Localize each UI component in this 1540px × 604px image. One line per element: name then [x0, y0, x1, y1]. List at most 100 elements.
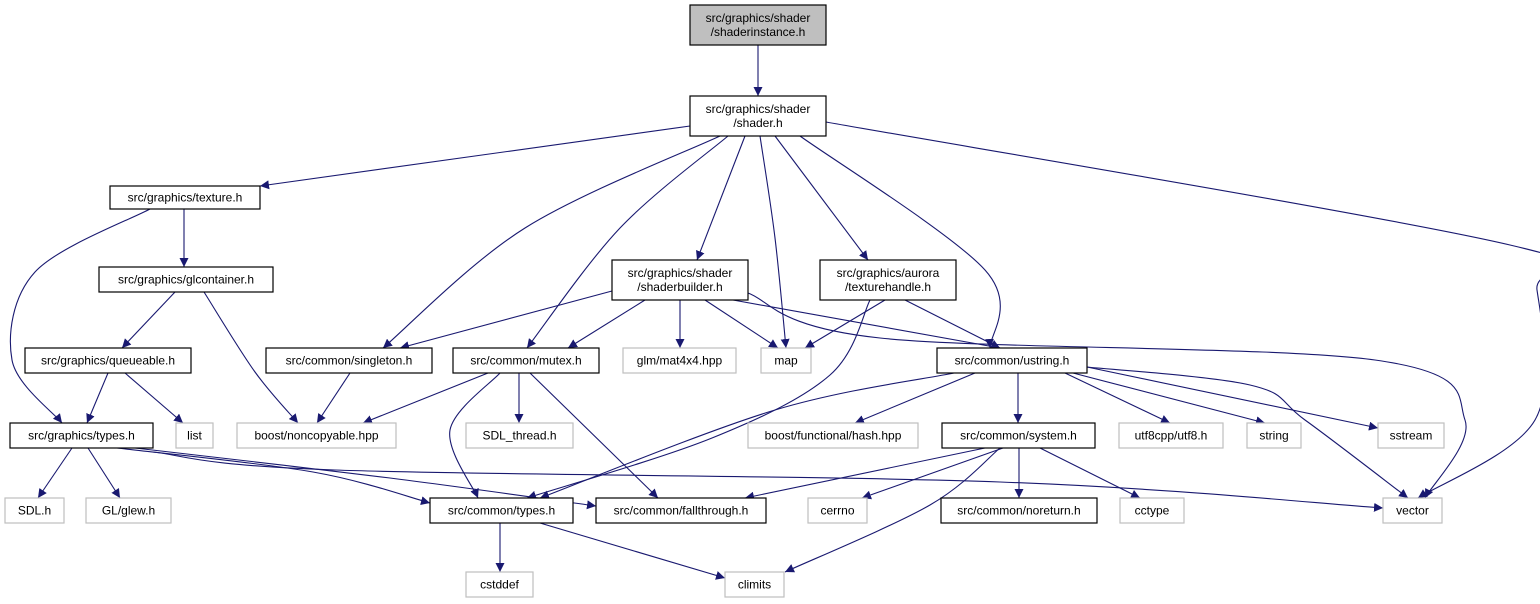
edge-line — [526, 135, 729, 349]
node-label-line: /shaderinstance.h — [711, 25, 806, 39]
edge-line — [799, 135, 1001, 349]
edge-shaderbuilder-to-vector — [747, 292, 1467, 499]
edge-texturehandle-to-map — [804, 299, 886, 349]
node-label-line: /shader.h — [733, 116, 782, 130]
node-sstream: sstream — [1377, 422, 1445, 449]
node-box — [24, 347, 192, 374]
edge-system-to-fallthrough — [744, 447, 986, 501]
node-box — [109, 185, 261, 210]
edge-gtypes-to-vector — [152, 451, 1384, 512]
node-glcontainer[interactable]: src/graphics/glcontainer.h — [98, 266, 274, 293]
node-box — [622, 347, 737, 374]
edge-queueable-to-gtypes — [86, 372, 109, 424]
edge-ustring-to-hash — [854, 372, 976, 424]
node-shaderbuilder[interactable]: src/graphics/shader/shaderbuilder.h — [611, 259, 749, 301]
edge-line — [121, 291, 176, 349]
node-box — [1377, 422, 1445, 449]
node-utf8: utf8cpp/utf8.h — [1118, 422, 1224, 449]
edge-system-to-climits — [784, 447, 1001, 573]
node-ctypes[interactable]: src/common/types.h — [429, 497, 574, 524]
node-label-line: src/graphics/glcontainer.h — [118, 273, 254, 287]
node-box — [611, 259, 749, 301]
edge-line — [1075, 365, 1409, 499]
edge-shaderbuilder-to-map — [704, 299, 779, 349]
node-sdl: SDL.h — [4, 497, 65, 524]
node-cstddef: cstddef — [465, 571, 534, 598]
node-texturehandle[interactable]: src/graphics/aurora/texturehandle.h — [819, 259, 957, 301]
nodes-layer: src/graphics/shader/shaderinstance.h src/… — [4, 4, 1445, 598]
edge-shaderbuilder-to-singleton — [399, 290, 613, 351]
node-noncopyable: boost/noncopyable.hpp — [236, 422, 397, 449]
edge-texturehandle-to-ustring — [904, 299, 1001, 349]
node-cerrno: cerrno — [807, 497, 868, 524]
node-box — [807, 497, 868, 524]
node-label-line: src/common/singleton.h — [286, 354, 413, 368]
node-box — [819, 259, 957, 301]
edge-line — [152, 451, 1384, 512]
node-box — [452, 347, 600, 374]
edge-line — [747, 292, 1467, 499]
node-ustring[interactable]: src/common/ustring.h — [936, 347, 1088, 374]
node-box — [429, 497, 574, 524]
node-box — [1119, 497, 1185, 524]
node-mutex[interactable]: src/common/mutex.h — [452, 347, 600, 374]
edge-line — [124, 372, 184, 424]
node-label-line: cerrno — [820, 504, 854, 518]
edge-mutex-to-ctypes — [449, 372, 501, 499]
node-box — [236, 422, 397, 449]
node-label-line: utf8cpp/utf8.h — [1135, 429, 1208, 443]
edge-shader-to-texturehandle — [774, 135, 869, 261]
edge-line — [704, 299, 779, 349]
node-sdlthread: SDL_thread.h — [465, 422, 574, 449]
edge-shaderbuilder-to-ustring — [732, 299, 1001, 351]
edge-ustring-to-utf8 — [1064, 372, 1171, 424]
node-box — [465, 422, 574, 449]
edge-gtypes-to-ctypes — [116, 447, 431, 506]
edge-shader-to-mutex — [526, 135, 729, 349]
node-queueable[interactable]: src/graphics/queueable.h — [24, 347, 192, 374]
node-label-line: glm/mat4x4.hpp — [637, 354, 723, 368]
node-box — [98, 266, 274, 293]
node-fallthrough[interactable]: src/common/fallthrough.h — [595, 497, 767, 524]
node-climits: climits — [724, 571, 785, 598]
node-box — [9, 422, 154, 449]
edge-line — [259, 125, 691, 190]
edge-glcontainer-to-queueable — [121, 291, 176, 349]
edge-line — [1072, 372, 1266, 426]
edge-shaderbuilder-to-mutex — [567, 299, 646, 349]
edge-line — [87, 447, 121, 499]
node-hash: boost/functional/hash.hpp — [747, 422, 919, 449]
node-cctype: cctype — [1119, 497, 1185, 524]
node-map: map — [760, 347, 812, 374]
node-shaderinstance[interactable]: src/graphics/shader/shaderinstance.h — [689, 4, 827, 46]
node-label-line: src/common/fallthrough.h — [614, 504, 749, 518]
node-box — [1382, 497, 1443, 524]
node-system[interactable]: src/common/system.h — [941, 422, 1096, 449]
edge-mutex-to-fallthrough — [529, 372, 659, 499]
node-label-line: vector — [1396, 504, 1429, 518]
node-box — [85, 497, 172, 524]
node-gtypes[interactable]: src/graphics/types.h — [9, 422, 154, 449]
node-box — [175, 422, 214, 449]
node-singleton[interactable]: src/common/singleton.h — [265, 347, 433, 374]
edge-system-to-cctype — [1039, 447, 1141, 499]
edge-line — [1086, 366, 1379, 431]
node-label-line: boost/noncopyable.hpp — [254, 429, 378, 443]
node-shader[interactable]: src/graphics/shader/shader.h — [689, 95, 827, 137]
edge-line — [854, 372, 976, 424]
edge-mutex-to-noncopyable — [362, 372, 489, 424]
node-texture[interactable]: src/graphics/texture.h — [109, 185, 261, 210]
node-label-line: map — [774, 354, 798, 368]
node-label-line: src/common/noreturn.h — [957, 504, 1080, 518]
node-label-line: climits — [738, 578, 771, 592]
edge-shader-to-texture — [259, 125, 691, 190]
edge-ustring-to-string — [1072, 372, 1266, 426]
node-label-line: /shaderbuilder.h — [637, 280, 722, 294]
node-label-line: string — [1259, 429, 1288, 443]
node-glew: GL/glew.h — [85, 497, 172, 524]
edge-line — [399, 290, 613, 351]
edge-shader-to-singleton — [382, 135, 721, 349]
node-label-line: src/common/mutex.h — [470, 354, 581, 368]
node-noreturn[interactable]: src/common/noreturn.h — [940, 497, 1098, 524]
